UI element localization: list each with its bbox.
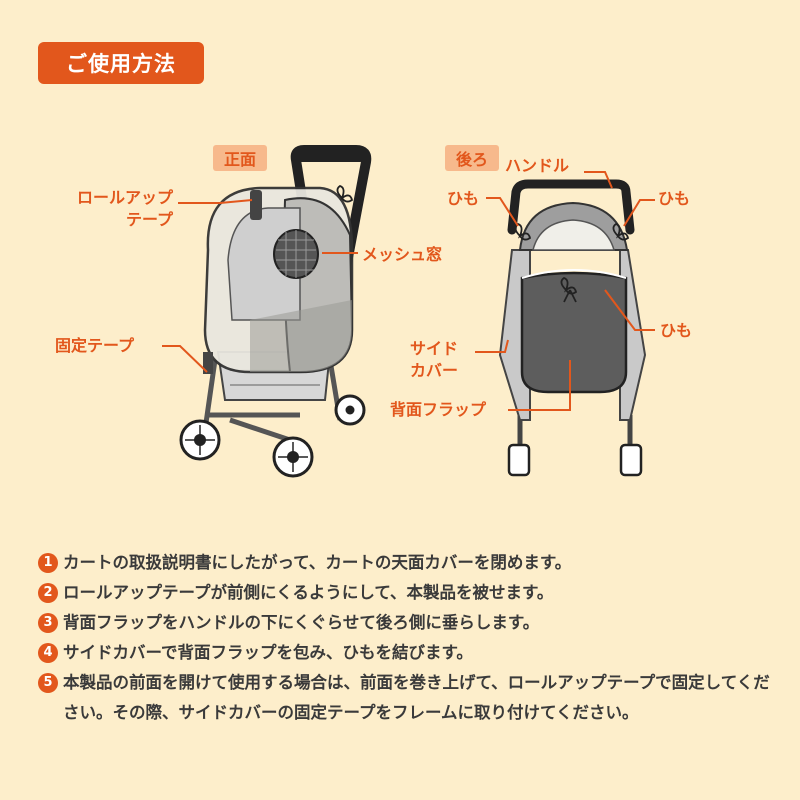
step-item: 5 本製品の前面を開けて使用する場合は、前面を巻き上げて、ロールアップテープで固… [38,668,778,728]
step-number: 3 [38,613,58,633]
step-item: 2 ロールアップテープが前側にくるようにして、本製品を被せます。 [38,578,778,608]
fixing-tape-label: 固定テープ [55,336,135,355]
rollup-tape-label: ロールアップ テープ [76,188,173,229]
himo-right-label: ひも [658,189,691,208]
step-number: 5 [38,673,58,693]
step-item: 1 カートの取扱説明書にしたがって、カートの天面カバーを閉めます。 [38,548,778,578]
step-item: 3 背面フラップをハンドルの下にくぐらせて後ろ側に垂らします。 [38,608,778,638]
step-text: 背面フラップをハンドルの下にくぐらせて後ろ側に垂らします。 [63,613,540,632]
back-view-tag: 後ろ [445,145,499,171]
step-number: 4 [38,643,58,663]
step-text: サイドカバーで背面フラップを包み、ひもを結びます。 [63,643,473,662]
himo-left-label: ひも [447,189,480,208]
step-text: 本製品の前面を開けて使用する場合は、前面を巻き上げて、ロールアップテープで固定し… [63,673,770,722]
step-text: カートの取扱説明書にしたがって、カートの天面カバーを閉めます。 [63,553,572,572]
himo-bottom-label: ひも [660,321,693,340]
back-stroller-illustration [498,179,647,477]
front-view-tag: 正面 [213,145,267,171]
section-title: ご使用方法 [38,42,204,84]
step-item: 4 サイドカバーで背面フラップを包み、ひもを結びます。 [38,638,778,668]
back-flap-label: 背面フラップ [390,400,487,419]
step-number: 2 [38,583,58,603]
side-cover-label: サイド カバー [410,339,459,380]
instruction-steps: 1 カートの取扱説明書にしたがって、カートの天面カバーを閉めます。 2 ロールア… [38,548,778,728]
step-text: ロールアップテープが前側にくるようにして、本製品を被せます。 [63,583,554,602]
front-stroller-illustration [179,145,372,478]
stroller-illustrations [162,145,655,478]
handle-label: ハンドル [505,156,570,175]
step-number: 1 [38,553,58,573]
mesh-window-label: メッシュ窓 [362,245,443,264]
